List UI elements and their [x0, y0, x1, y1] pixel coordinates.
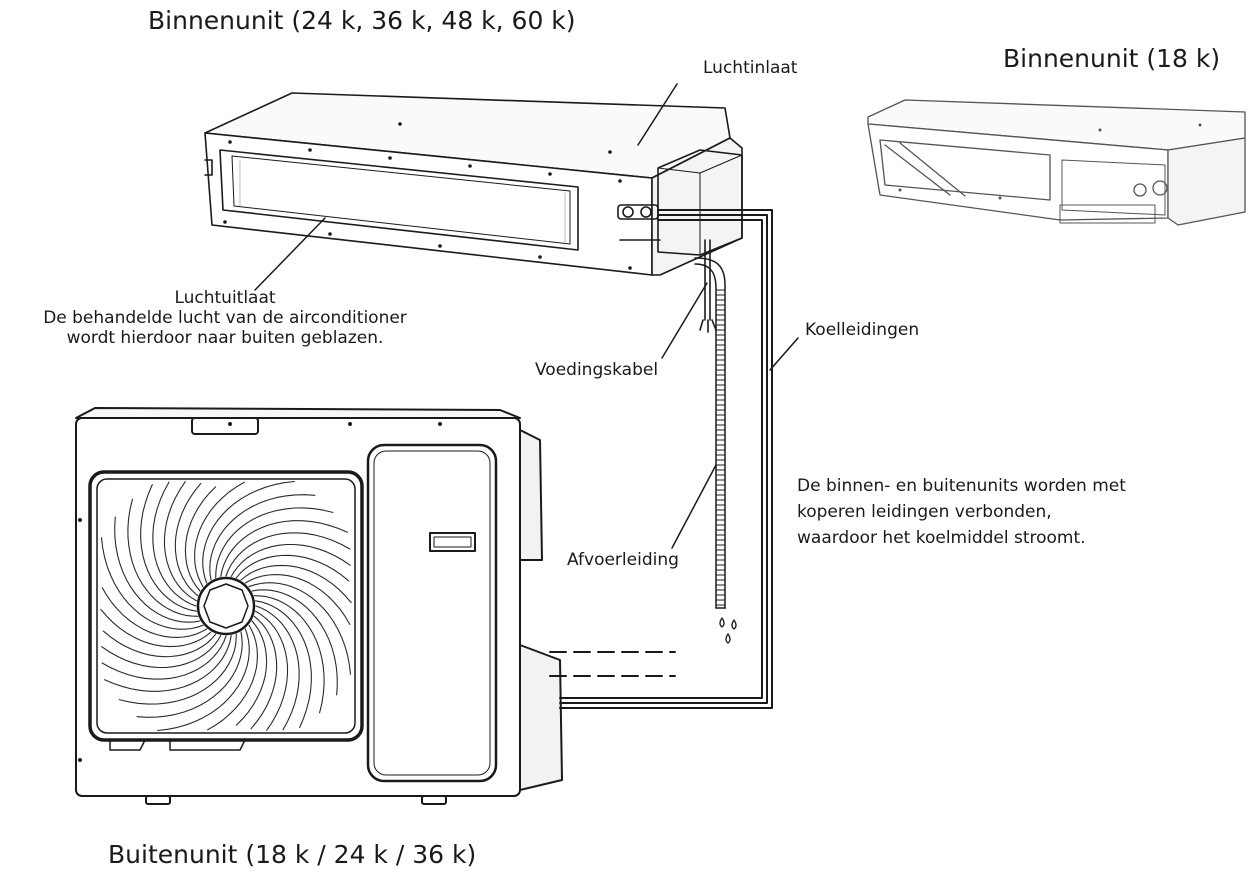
- air-inlet-label: Luchtinlaat: [703, 58, 798, 78]
- fan-blade: [235, 554, 350, 582]
- fan-blade: [140, 484, 198, 612]
- pipes-desc-2: koperen leidingen verbonden,: [797, 502, 1052, 522]
- refrigerant-pipes: [559, 209, 773, 709]
- pipes-description: De binnen- en buitenunits worden met kop…: [797, 473, 1126, 551]
- fan-blade: [100, 537, 204, 630]
- fan-blade: [202, 480, 295, 584]
- fan-blade: [235, 620, 268, 726]
- fan-blade: [209, 494, 316, 581]
- drain-pipe-label: Afvoerleiding: [567, 550, 679, 570]
- fan-blade: [104, 634, 232, 692]
- fan-blade: [184, 486, 217, 592]
- air-outlet-desc-1: De behandelde lucht van de airconditione…: [43, 308, 407, 328]
- fan-blade: [240, 564, 352, 604]
- connection-dashes: [549, 651, 676, 677]
- refrigerant-pipes-label: Koelleidingen: [805, 320, 920, 340]
- power-cable-label: Voedingskabel: [535, 360, 659, 380]
- outdoor-title: Buitenunit (18 k / 24 k / 36 k): [108, 840, 477, 869]
- fan-blade: [157, 628, 250, 732]
- fan-blade: [114, 516, 201, 623]
- fan-blade: [254, 600, 312, 728]
- leader-air-outlet: [254, 217, 326, 291]
- fan-blade: [225, 532, 351, 577]
- fan-blade: [136, 631, 243, 718]
- fan-blade: [253, 595, 325, 714]
- leader-lines: [254, 83, 799, 549]
- air-outlet-label: Luchtuitlaat: [174, 288, 276, 308]
- fan-blade: [174, 482, 202, 597]
- drain-hose: [694, 257, 726, 609]
- leader-power-cable: [661, 282, 708, 359]
- air-outlet-desc-2: wordt hierdoor naar buiten geblazen.: [66, 328, 384, 348]
- indoor-unit-large: [204, 92, 743, 276]
- pipes-desc-1: De binnen- en buitenunits worden met: [797, 476, 1126, 496]
- fan-blade: [152, 481, 197, 607]
- fan-blade: [100, 608, 212, 648]
- indoor-large-title: Binnenunit (24 k, 36 k, 48 k, 60 k): [148, 6, 576, 35]
- fan-blade: [250, 615, 278, 730]
- fan-blade: [215, 507, 334, 579]
- fan-blade: [254, 610, 289, 731]
- fan-blade: [230, 543, 351, 578]
- fan-grille-icon: [100, 480, 352, 732]
- fan-blade: [163, 481, 198, 602]
- fan-blade: [194, 481, 245, 588]
- fan-blade: [251, 589, 338, 696]
- pipes-desc-3: waardoor het koelmiddel stroomt.: [797, 528, 1086, 548]
- fan-blade: [220, 520, 348, 578]
- outdoor-unit: [75, 407, 563, 805]
- air-outlet-label-group: Luchtuitlaat De behandelde lucht van de …: [24, 288, 426, 348]
- fan-blade: [207, 624, 258, 731]
- fan-blade: [255, 605, 300, 731]
- fan-blade: [244, 574, 351, 625]
- water-drops-icon: [719, 617, 737, 644]
- fan-blade: [101, 634, 222, 669]
- fan-blade: [102, 630, 217, 658]
- fan-blade: [101, 587, 208, 638]
- indoor-unit-small: [867, 99, 1246, 226]
- indoor-small-title: Binnenunit (18 k): [1003, 44, 1221, 73]
- leader-air-inlet: [637, 83, 678, 146]
- fan-blade: [118, 633, 237, 705]
- fan-blade: [127, 498, 199, 617]
- leader-refrigerant-pipes: [769, 337, 799, 371]
- leader-drain-pipe: [671, 464, 717, 549]
- fan-blade: [101, 635, 227, 680]
- fan-blade: [248, 582, 352, 675]
